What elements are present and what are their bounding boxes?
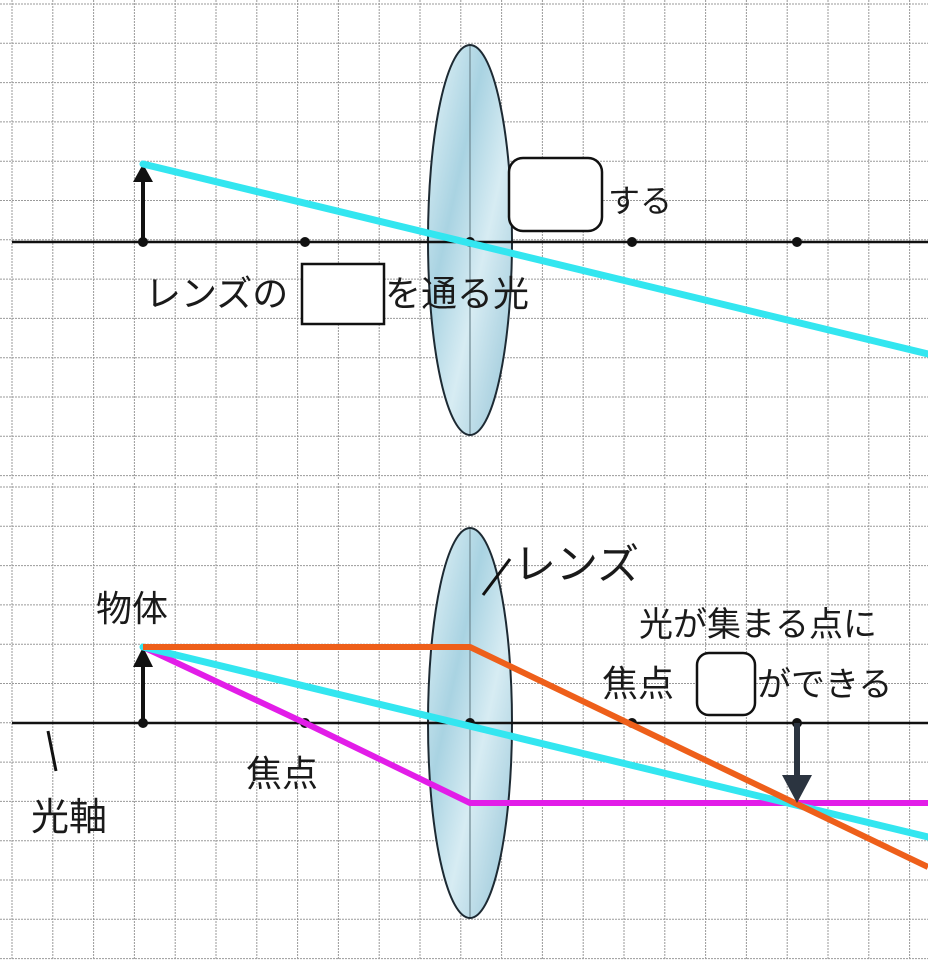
object-arrow-head <box>133 164 153 182</box>
object-label: 物体 <box>96 589 168 630</box>
point-2f-right <box>792 237 802 247</box>
lens-label-leader <box>481 558 512 596</box>
note-line-2-prefix: 焦点 <box>602 664 674 705</box>
axis-label: 光軸 <box>31 795 107 839</box>
answer-suffix-text: する <box>608 182 672 220</box>
top-diagram: する レンズの を通る光 <box>0 0 928 480</box>
ray-through-center <box>139 160 928 358</box>
answer-box-behavior[interactable] <box>507 156 604 233</box>
focal-point-left <box>300 237 310 247</box>
ray-through-focus <box>141 644 928 806</box>
answer-box-image[interactable] <box>695 651 757 717</box>
note-line-1: 光が集まる点に <box>639 605 877 645</box>
answer-box-part[interactable] <box>300 262 386 326</box>
ray-parallel <box>143 644 928 870</box>
image-arrow-head <box>782 775 812 803</box>
bottom-diagram-svg: レンズ 物体 焦点 光軸 光が集まる点に 焦点 ができる <box>0 483 928 960</box>
ray-label-prefix: レンズの <box>145 274 288 315</box>
top-diagram-svg: する レンズの を通る光 <box>0 0 928 480</box>
object-arrow-head <box>133 647 153 667</box>
note-line-2-suffix: ができる <box>757 665 892 705</box>
bottom-diagram: レンズ 物体 焦点 光軸 光が集まる点に 焦点 ができる <box>0 483 928 960</box>
focus-label: 焦点 <box>246 754 318 795</box>
focal-point-right <box>627 237 637 247</box>
ray-label-suffix: を通る光 <box>385 274 529 315</box>
axis-label-leader <box>46 730 58 772</box>
lens-label: レンズ <box>514 540 639 589</box>
